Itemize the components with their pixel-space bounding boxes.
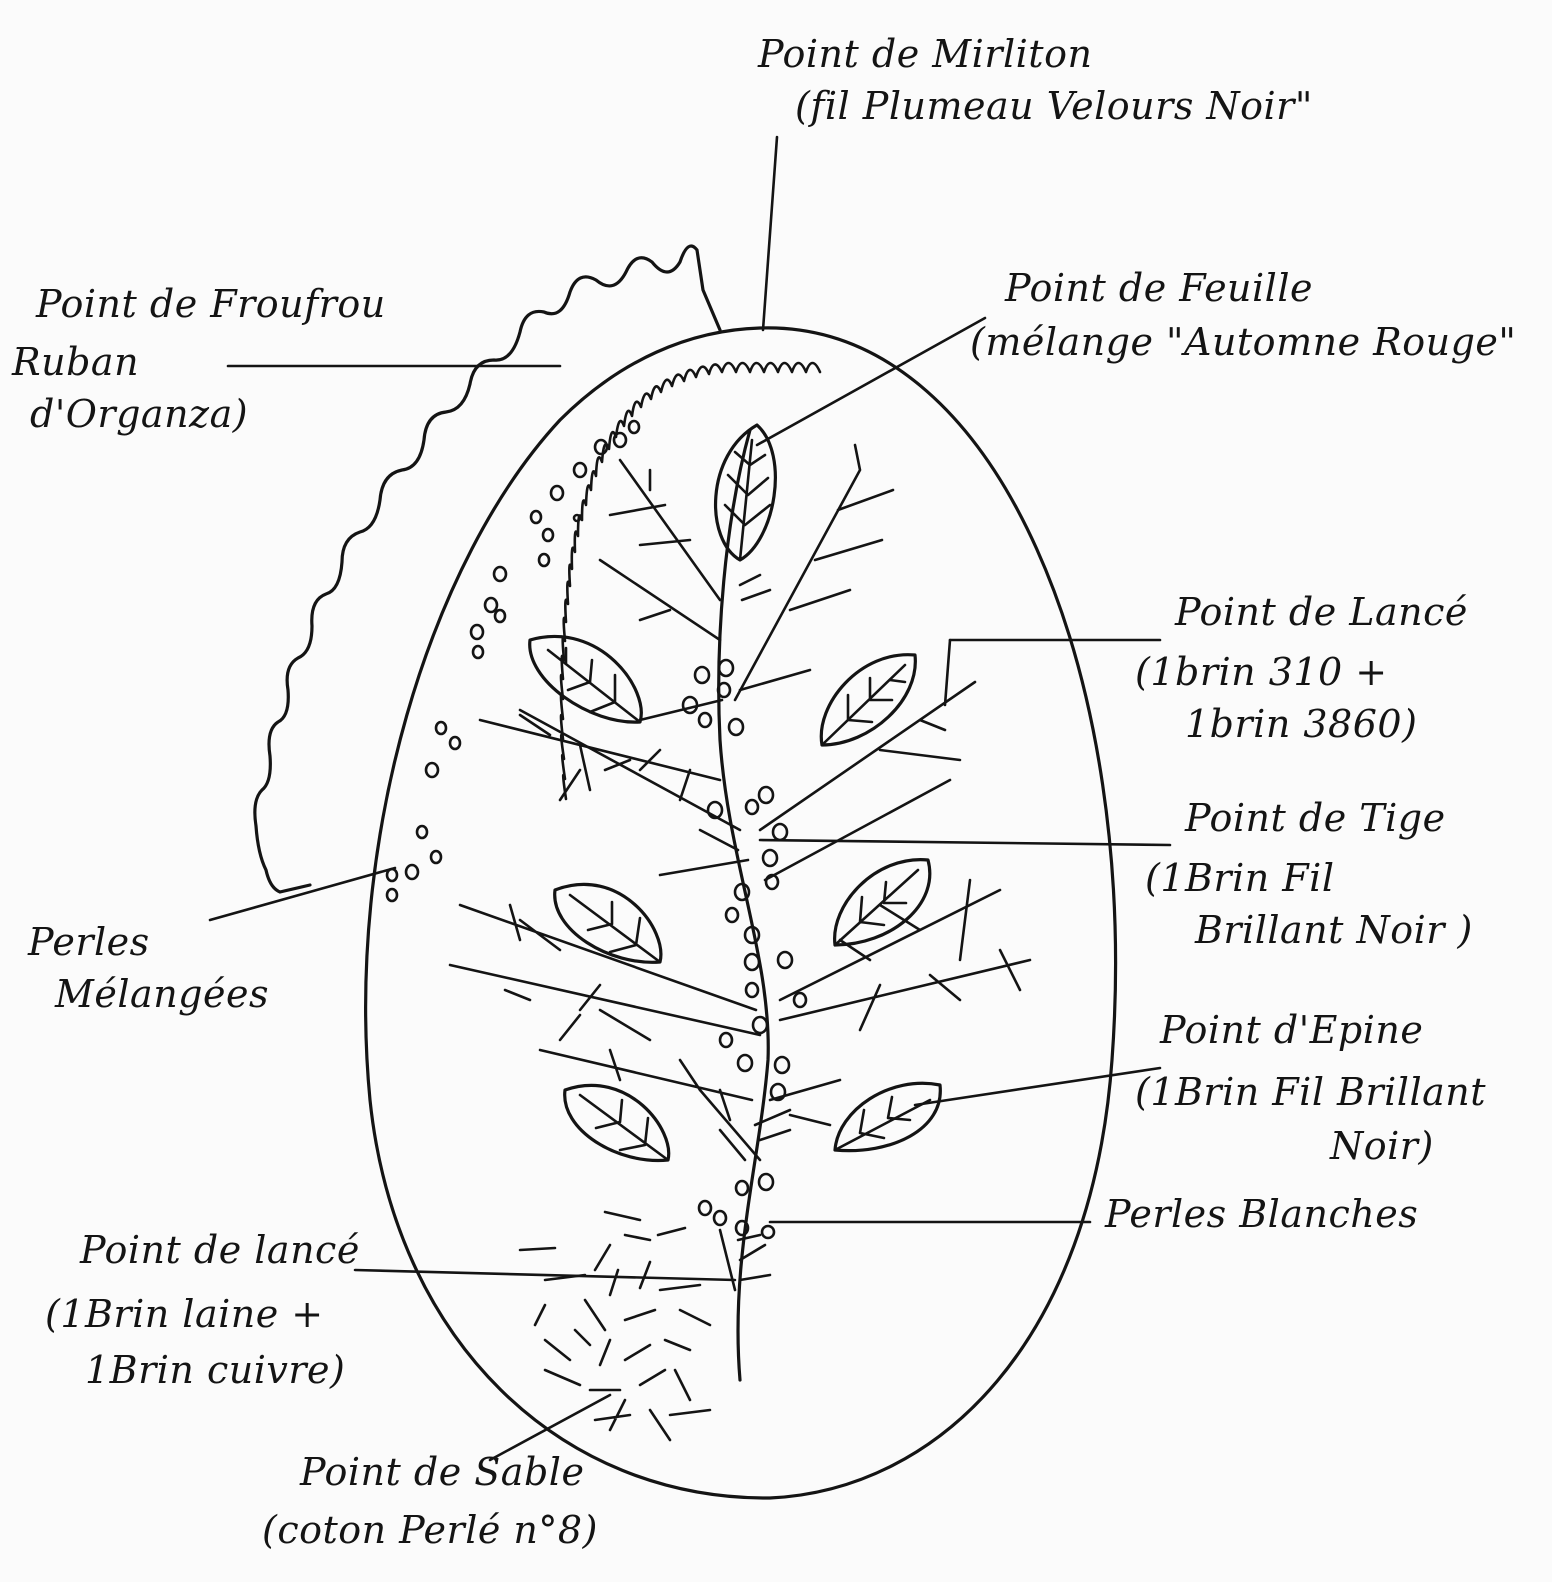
label-froufrou-detail-2: d'Organza) [30, 392, 248, 436]
pearl [719, 660, 733, 676]
leaf [835, 1083, 940, 1150]
pearl [773, 824, 787, 840]
pearl [471, 625, 483, 639]
label-perles-blanches: Perles Blanches [1105, 1192, 1418, 1236]
pearl [699, 713, 711, 727]
pearl [699, 1201, 711, 1215]
pearl [762, 1226, 774, 1238]
label-lance-top-title: Point de Lancé [1175, 590, 1468, 634]
pearl [714, 1211, 726, 1225]
label-epine-title: Point d'Epine [1160, 1008, 1423, 1052]
pearl [763, 850, 777, 866]
label-froufrou-detail-1: Ruban [12, 340, 139, 384]
mirliton-loop-row [561, 363, 820, 799]
pearl [539, 554, 549, 566]
pearl [753, 1017, 767, 1033]
label-froufrou-title: Point de Froufrou [36, 282, 386, 326]
leader-line-perles-melangees [210, 868, 395, 920]
pearl [450, 737, 460, 749]
pearl [683, 697, 697, 713]
leaves [530, 425, 941, 1160]
pearl [417, 826, 427, 838]
pearl [729, 719, 743, 735]
pearl [406, 865, 418, 879]
pearl [695, 667, 709, 683]
egg-outline [366, 328, 1116, 1498]
froufrou-ribbon-outline [255, 246, 720, 892]
label-tige-detail-2: Brillant Noir ) [1195, 908, 1473, 952]
label-lance-bottom-title: Point de lancé [80, 1228, 360, 1272]
branch [460, 905, 756, 1010]
label-tige-title: Point de Tige [1185, 796, 1446, 840]
branch [600, 560, 720, 640]
pearl [614, 433, 626, 447]
seed-stitches [520, 1212, 710, 1440]
pearl [495, 610, 505, 622]
label-perles-melangees-1: Perles [28, 920, 150, 964]
label-sable-detail: (coton Perlé n°8) [262, 1508, 598, 1552]
pearl [775, 1057, 789, 1073]
pearl [778, 952, 792, 968]
label-tige-detail-1: (1Brin Fil [1145, 856, 1334, 900]
branch [765, 780, 950, 880]
pearl [494, 567, 506, 581]
pearl [759, 787, 773, 803]
label-mirliton-title: Point de Mirliton [758, 32, 1092, 76]
pearl [736, 1181, 748, 1195]
pearl [745, 954, 759, 970]
branch [780, 890, 1000, 1000]
leader-line-epine [915, 1068, 1160, 1105]
pearl [629, 421, 639, 433]
pearl [426, 763, 438, 777]
pearl [431, 851, 441, 863]
branch [740, 575, 770, 600]
pearl [485, 598, 497, 612]
pearl [473, 646, 483, 658]
label-lance-bottom-detail-1: (1Brin laine + [45, 1292, 324, 1336]
label-sable-title: Point de Sable [300, 1450, 584, 1494]
label-feuille-detail: (mélange "Automne Rouge" [970, 320, 1516, 364]
label-perles-melangees-2: Mélangées [55, 972, 269, 1016]
branch [770, 1080, 840, 1125]
leader-line-mirliton [763, 137, 777, 330]
pearl [746, 800, 758, 814]
pearl [720, 1033, 732, 1047]
leaf [530, 636, 642, 722]
label-epine-detail-1: (1Brin Fil Brillant [1135, 1070, 1486, 1114]
pearl [436, 722, 446, 734]
mirliton-loops [561, 363, 820, 799]
pearl [574, 463, 586, 477]
pearl [543, 529, 553, 541]
pearl [726, 908, 738, 922]
white-pearls [683, 660, 806, 1238]
pearl [759, 1174, 773, 1190]
label-lance-bottom-detail-2: 1Brin cuivre) [85, 1348, 345, 1392]
branch [450, 965, 760, 1040]
pearl [551, 486, 563, 500]
label-feuille-title: Point de Feuille [1005, 266, 1313, 310]
pearl [746, 983, 758, 997]
pearl [735, 884, 749, 900]
leader-line-lance-bottom [355, 1270, 735, 1280]
pearl [738, 1055, 752, 1071]
leaf [565, 1085, 669, 1160]
label-mirliton-detail: (fil Plumeau Velours Noir" [795, 84, 1313, 128]
label-lance-top-detail-2: 1brin 3860) [1185, 702, 1417, 746]
pearl [574, 515, 580, 521]
pearl [531, 511, 541, 523]
leaf [555, 884, 661, 962]
pearl [387, 889, 397, 901]
branch [735, 445, 893, 700]
label-epine-detail-2: Noir) [1330, 1124, 1434, 1168]
leader-line-feuille [757, 318, 985, 445]
branch [760, 640, 975, 830]
label-lance-top-detail-1: (1brin 310 + [1135, 650, 1388, 694]
pearl [794, 993, 806, 1007]
